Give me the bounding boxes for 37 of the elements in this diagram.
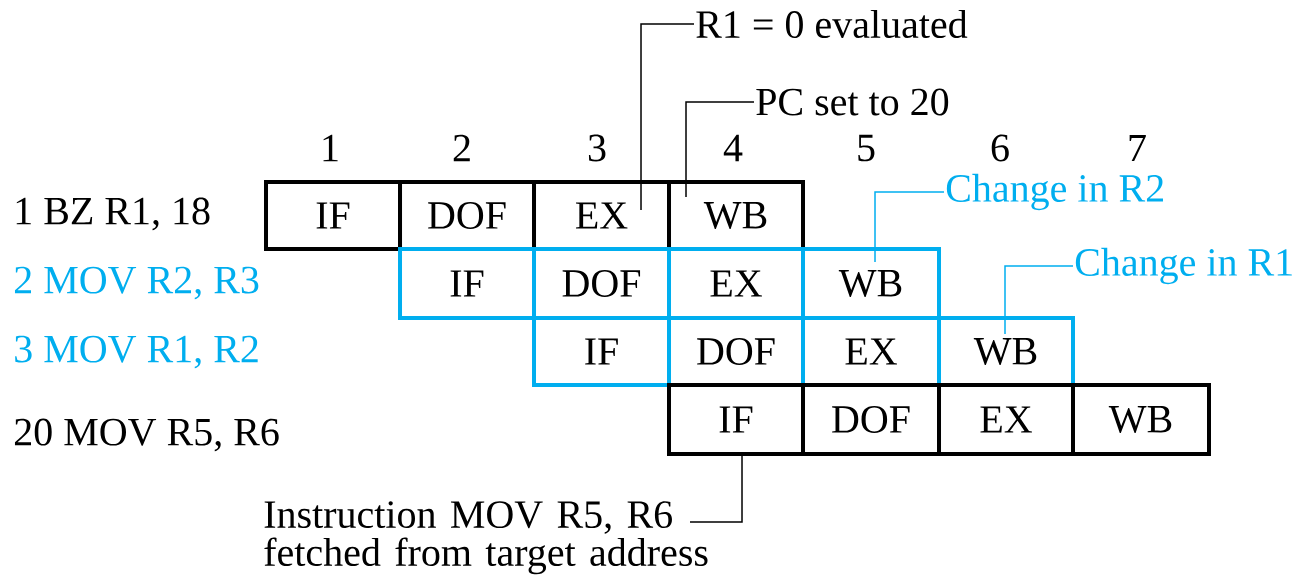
leader-line: [689, 455, 743, 523]
stage-cell: EX: [937, 383, 1075, 456]
instruction-label: 2 MOV R2, R3: [14, 266, 259, 300]
stage-cell: IF: [398, 247, 536, 320]
stage-cell: WB: [1071, 383, 1211, 456]
callout-text: PC set to 20: [756, 88, 949, 116]
stage-cell: DOF: [532, 247, 671, 320]
callout-text: Change in R1: [1075, 247, 1292, 285]
stage-cell: DOF: [667, 316, 805, 387]
leader-line: [640, 23, 695, 211]
stage-cell: IF: [532, 316, 671, 387]
callout-text: R1 = 0 evaluated: [696, 9, 968, 39]
stage-cell: WB: [667, 180, 805, 251]
column-number: 7: [1129, 134, 1146, 162]
column-number: 4: [723, 134, 743, 162]
stage-cell: DOF: [398, 180, 536, 251]
column-number: 3: [588, 134, 606, 162]
callout-text: Change in R2: [946, 173, 1163, 211]
instruction-label: 1 BZ R1, 18: [16, 197, 210, 231]
stage-cell: WB: [937, 316, 1075, 387]
stage-cell: IF: [667, 383, 805, 456]
column-number: 5: [858, 134, 875, 162]
leader-line: [685, 101, 755, 198]
stage-cell: DOF: [801, 383, 941, 456]
instruction-label: 20 MOV R5, R6: [14, 418, 279, 452]
column-number: 2: [453, 134, 470, 162]
instruction-label: 3 MOV R1, R2: [15, 335, 258, 369]
stage-cell: IF: [264, 180, 402, 251]
stage-cell: EX: [801, 316, 941, 387]
stage-cell: WB: [801, 247, 941, 320]
stage-cell: EX: [532, 180, 671, 251]
callout-text: Instruction MOV R5, R6 fetched from target address: [264, 501, 708, 575]
leader-line: [874, 191, 945, 263]
leader-line: [1004, 265, 1074, 335]
column-number: 6: [991, 134, 1009, 162]
stage-cell: EX: [667, 247, 805, 320]
column-number: 1: [323, 134, 338, 162]
